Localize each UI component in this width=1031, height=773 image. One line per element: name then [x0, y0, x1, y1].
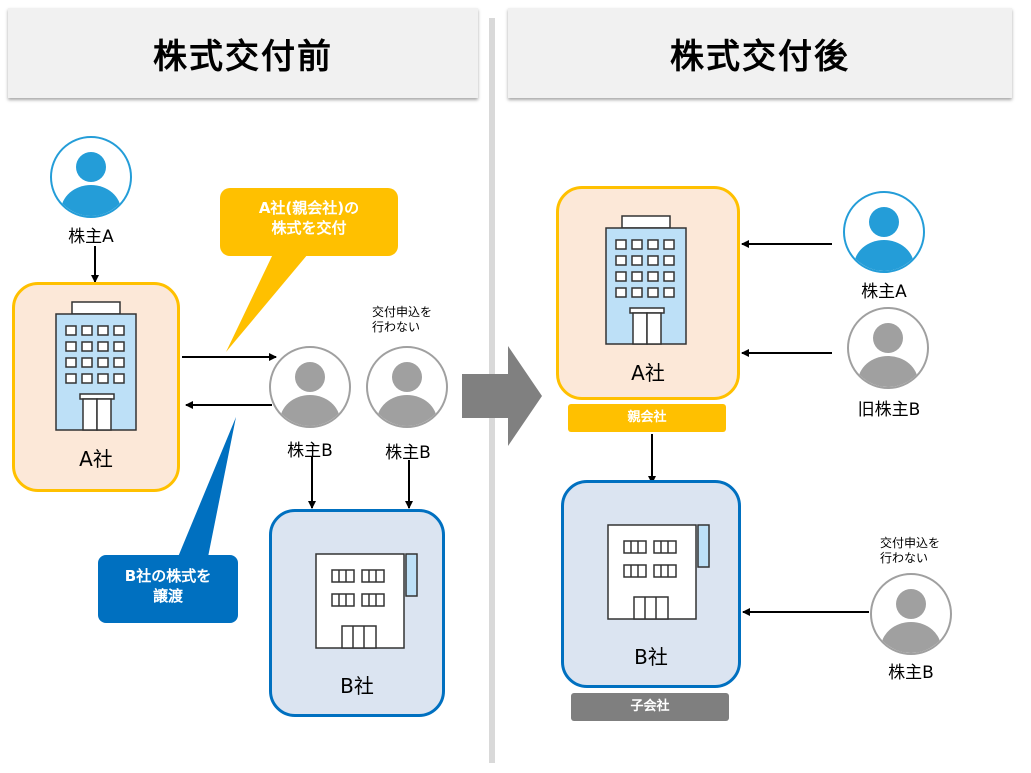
shareholder-a-label-after: 株主A: [861, 282, 907, 302]
transition-arrow-icon: [462, 346, 542, 446]
arrow-shareholder-b-to-company-b-after: [742, 608, 869, 616]
shareholder-b-label-2: 株主B: [385, 443, 431, 463]
shareholder-b-icon: [269, 346, 351, 428]
former-shareholder-b-icon: [847, 307, 929, 389]
callout-blue-text: B社の株式を 譲渡: [124, 567, 212, 605]
small-building-icon: [315, 553, 418, 649]
company-b-label: B社: [340, 674, 374, 698]
header-before-title: 株式交付前: [153, 36, 333, 77]
shareholder-a-icon: [843, 191, 925, 273]
parent-company-tag: 親会社: [568, 404, 726, 432]
company-a-label-after: A社: [631, 361, 665, 385]
office-building-icon: [605, 215, 687, 345]
arrow-shareholder-b-to-company-b: [308, 457, 316, 509]
arrow-company-a-to-company-b: [648, 434, 656, 484]
arrow-shareholder-a-to-company-a: [91, 246, 99, 283]
shareholder-a-icon: [50, 136, 132, 218]
small-building-icon: [607, 524, 710, 620]
company-b-label-after: B社: [634, 645, 668, 669]
shareholder-b-label-after: 株主B: [888, 663, 934, 683]
header-after-title: 株式交付後: [670, 36, 850, 77]
office-building-icon: [55, 301, 137, 431]
shareholder-a-label: 株主A: [68, 227, 114, 247]
callout-blue-shape: [98, 417, 238, 623]
shareholder-b-label: 株主B: [287, 441, 333, 461]
callout-yellow-text: A社(親会社)の 株式を交付: [258, 199, 360, 237]
arrow-shareholder-a-to-company-a-after: [741, 240, 832, 248]
arrow-former-shareholder-b-to-company-a: [741, 349, 832, 357]
header-after: 株式交付後: [508, 8, 1012, 98]
company-a-label: A社: [79, 447, 113, 471]
header-before: 株式交付前: [8, 8, 478, 98]
arrow-shareholder-b-to-company-a: [185, 401, 272, 409]
shareholder-b-icon: [366, 346, 448, 428]
callout-yellow-shape: [220, 188, 398, 352]
no-application-note-after: 交付申込を 行わない: [880, 536, 941, 565]
arrow-company-a-to-shareholder-b: [182, 353, 277, 361]
shareholder-b-icon: [870, 573, 952, 655]
no-application-note: 交付申込を 行わない: [372, 305, 433, 334]
arrow-shareholder-b2-to-company-b: [405, 460, 413, 509]
former-shareholder-b-label: 旧株主B: [857, 400, 921, 420]
subsidiary-tag: 子会社: [571, 693, 729, 721]
